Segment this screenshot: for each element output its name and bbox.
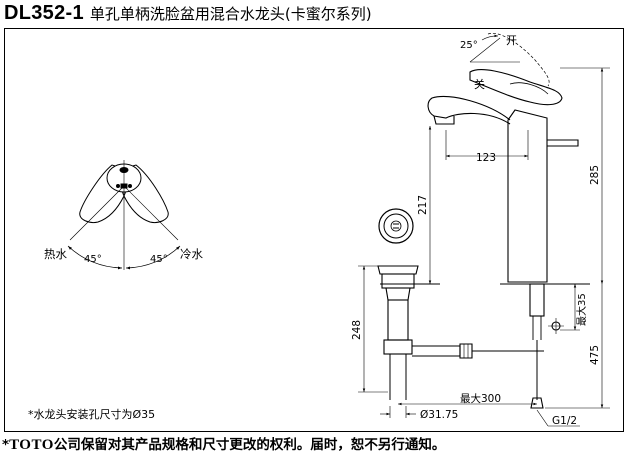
- side-lever-rod: [547, 139, 579, 147]
- faucet-body: [507, 109, 548, 283]
- drawing-frame: [4, 28, 624, 432]
- popup-rod: [412, 345, 461, 357]
- dimension-lines: [358, 34, 610, 427]
- drawing-title: DL352-1 单孔单柄洗脸盆用混合水龙头(卡蜜尔系列): [4, 2, 372, 26]
- dim-total-height: 475: [589, 345, 601, 365]
- handle-top-view: [67, 160, 181, 270]
- spout-aerator: [433, 115, 455, 125]
- faucet-spout: [427, 95, 511, 125]
- cold-water-label: 冷水: [180, 247, 203, 261]
- brand-name: TOTO: [9, 437, 54, 453]
- dim-max-300: 最大300: [460, 392, 501, 405]
- right-angle-label: 45°: [150, 254, 168, 265]
- drain-flange: [377, 265, 419, 275]
- disclaimer-text: 公司保留对其产品规格和尺寸更改的权利。届时，恕不另行通知。: [53, 437, 446, 453]
- dim-drain-length: 248: [351, 320, 363, 340]
- dim-drain-diameter: Ø31.75: [420, 409, 458, 421]
- faucet-elevation: [427, 32, 579, 409]
- disclaimer-asterisk: *: [2, 437, 10, 453]
- left-angle-label: 45°: [84, 254, 102, 265]
- drain-tail: [387, 299, 409, 341]
- dim-max-35: 最大35: [575, 293, 588, 326]
- disclaimer: *TOTO公司保留对其产品规格和尺寸更改的权利。届时，恕不另行通知。: [2, 433, 445, 454]
- hot-water-label: 热水: [44, 247, 67, 261]
- tilt-angle-label: 25°: [460, 40, 478, 51]
- open-label: 开: [506, 34, 517, 47]
- drain-assembly: [377, 265, 544, 400]
- installation-note: *水龙头安装孔尺寸为Ø35: [28, 407, 155, 421]
- mounting-hole-view: [378, 208, 414, 244]
- thread-label: G1/2: [552, 415, 577, 427]
- shank: [529, 283, 545, 317]
- model-number: DL352-1: [4, 2, 84, 24]
- dim-body-height: 285: [589, 165, 601, 185]
- product-name: 单孔单柄洗脸盆用混合水龙头(卡蜜尔系列): [89, 5, 372, 23]
- dim-reach: 123: [476, 152, 496, 164]
- dim-spout-height: 217: [417, 195, 429, 215]
- close-label: 关: [474, 77, 485, 91]
- lever-handle: [469, 69, 563, 106]
